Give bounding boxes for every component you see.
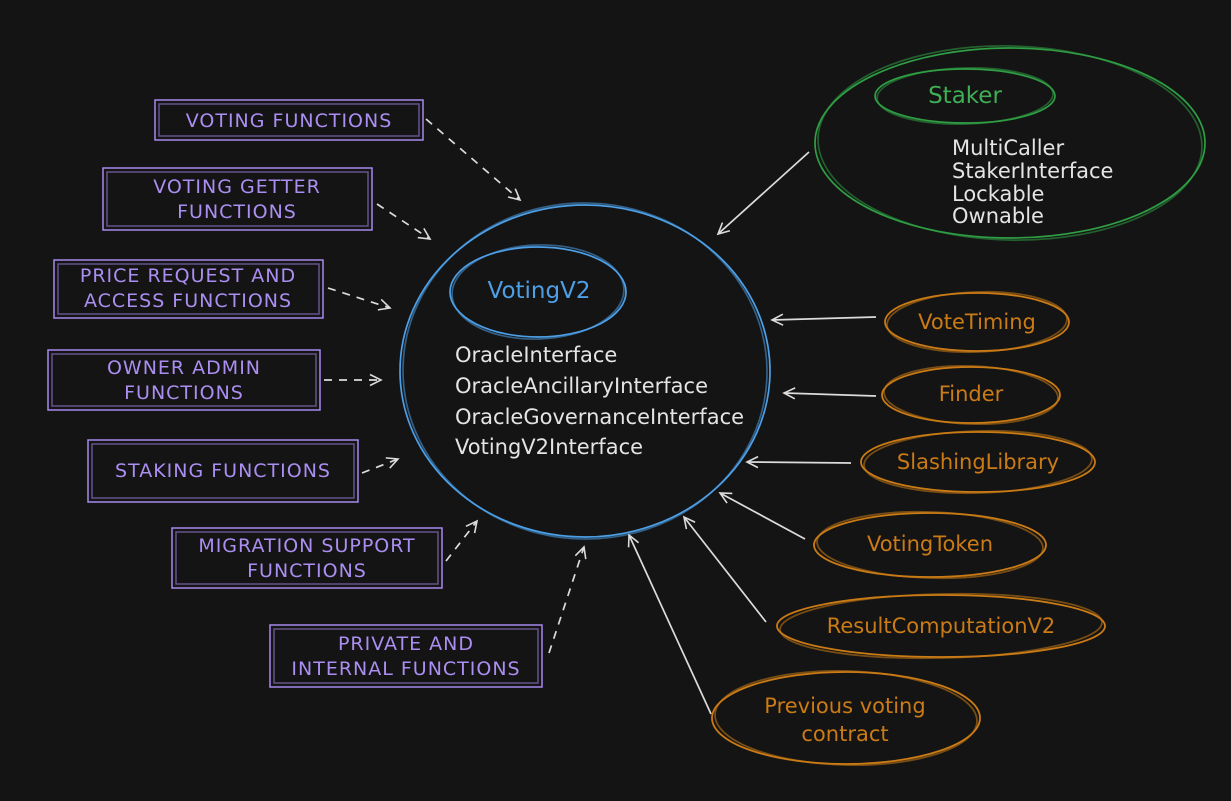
function-group-label: PRIVATE AND [338, 633, 474, 655]
function-group-label: ACCESS FUNCTIONS [84, 290, 292, 312]
function-group-migration-support: MIGRATION SUPPORT FUNCTIONS [171, 527, 443, 589]
box-outline [87, 439, 359, 503]
box-outline-inner [158, 103, 420, 137]
dependency-outline-echo [714, 669, 978, 767]
dependency-label: Finder [939, 382, 1004, 406]
votingv2-title-ellipse [449, 246, 627, 338]
dependency-label: Previous voting [764, 694, 925, 718]
function-group-label: STAKING FUNCTIONS [115, 460, 331, 482]
dependency-outline [860, 431, 1096, 493]
arrow-voting-getter-functions [376, 203, 432, 240]
implemented-interface: OracleAncillaryInterface [455, 374, 708, 398]
function-group-label: FUNCTIONS [177, 201, 297, 223]
arrow-previous-voting-contract [627, 533, 712, 715]
votingv2-contract: VotingV2 OracleInterface OracleAncillary… [399, 202, 771, 540]
dependency-label: VotingToken [867, 532, 993, 556]
votingv2-title-ellipse-echo [451, 244, 625, 340]
function-group-private-internal: PRIVATE AND INTERNAL FUNCTIONS [269, 624, 543, 688]
arrow-voting-functions [425, 118, 522, 202]
staker-inherited-contract: Ownable [952, 204, 1044, 228]
dependency-outline [813, 512, 1047, 578]
function-group-label: INTERNAL FUNCTIONS [291, 658, 520, 680]
box-outline [154, 99, 424, 141]
dependency-outline [711, 671, 981, 765]
function-group-label: FUNCTIONS [124, 382, 244, 404]
box-outline [102, 167, 373, 231]
dependency-label: VoteTiming [918, 310, 1036, 334]
box-outline [47, 349, 321, 411]
dependency-outline-echo [863, 429, 1093, 495]
arrow-finder [782, 387, 877, 400]
dependency-outline [884, 292, 1070, 352]
implemented-interface: VotingV2Interface [455, 435, 643, 459]
box-outline [269, 624, 543, 688]
dependency-outline [881, 366, 1061, 424]
function-group-voting: VOTING FUNCTIONS [154, 99, 424, 141]
dependency-finder: Finder [881, 364, 1061, 426]
function-group-label: VOTING FUNCTIONS [186, 110, 393, 132]
dependency-outline-echo [779, 592, 1103, 660]
arrow-votetiming [770, 313, 877, 326]
box-outline-inner [106, 171, 369, 227]
dependency-resultcomputationv2: ResultComputationV2 [776, 592, 1106, 660]
function-group-label: MIGRATION SUPPORT [198, 535, 415, 557]
staker-inherited-contract: StakerInterface [952, 159, 1113, 183]
arrow-price-request-access-functions [327, 287, 392, 311]
box-outline-inner [273, 628, 539, 684]
dependency-votingtoken: VotingToken [813, 510, 1047, 580]
staker-outline [814, 47, 1206, 239]
box-outline-inner [51, 353, 317, 407]
staker-inherited-contract: MultiCaller [952, 136, 1064, 160]
votingv2-label: VotingV2 [488, 278, 591, 304]
box-outline [171, 527, 443, 589]
arrow-migration-support-functions [445, 519, 479, 562]
function-group-owner-admin: OWNER ADMIN FUNCTIONS [47, 349, 321, 411]
function-group-label: OWNER ADMIN [107, 357, 261, 379]
arrow-resultcomputationv2 [682, 515, 767, 623]
box-outline-inner [175, 531, 439, 585]
implemented-interface: OracleGovernanceInterface [455, 405, 744, 429]
function-group-staking: STAKING FUNCTIONS [87, 439, 359, 503]
box-outline-inner [91, 443, 355, 499]
dependency-label: SlashingLibrary [897, 450, 1059, 474]
arrow-staking-functions [361, 457, 400, 474]
dependency-outline-echo [886, 290, 1068, 354]
function-group-label: FUNCTIONS [247, 560, 367, 582]
dependency-votetiming: VoteTiming [884, 290, 1070, 354]
arrow-slashinglibrary [745, 455, 852, 469]
staker-outline-echo [817, 45, 1203, 241]
staker-title-ellipse [874, 68, 1056, 124]
dependency-label: ResultComputationV2 [827, 614, 1056, 638]
function-group-voting-getter: VOTING GETTER FUNCTIONS [102, 167, 373, 231]
dependency-slashinglibrary: SlashingLibrary [860, 429, 1096, 495]
arrow-votingtoken [718, 492, 806, 540]
implemented-interface: OracleInterface [455, 343, 617, 367]
arrow-staker [716, 151, 810, 236]
staker-title-ellipse-echo [876, 67, 1054, 125]
box-outline [53, 259, 324, 319]
staker-label: Staker [928, 83, 1002, 109]
function-group-label: PRICE REQUEST AND [80, 265, 296, 287]
function-group-label: VOTING GETTER [153, 176, 321, 198]
votingv2-outline-echo [402, 202, 768, 540]
staker-contract: Staker MultiCaller StakerInterface Locka… [814, 45, 1206, 241]
arrow-private-internal-functions [548, 545, 587, 654]
dependency-label: contract [801, 722, 888, 746]
function-group-price-request-access: PRICE REQUEST AND ACCESS FUNCTIONS [53, 259, 324, 319]
staker-inherited-contract: Lockable [952, 182, 1044, 206]
dependency-previous-voting-contract: Previous voting contract [711, 669, 981, 767]
dependency-outline-echo [816, 510, 1044, 580]
dependency-outline-echo [883, 364, 1059, 426]
box-outline-inner [57, 263, 320, 315]
dependency-outline [776, 594, 1106, 658]
votingv2-outline [399, 204, 771, 538]
